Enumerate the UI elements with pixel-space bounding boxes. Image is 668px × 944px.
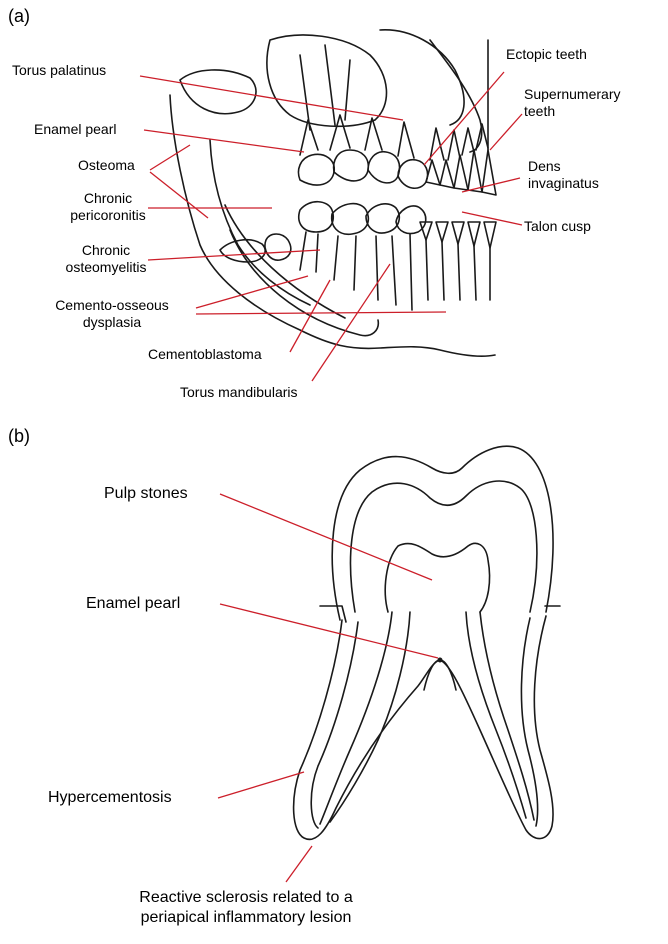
label-osteoma: Osteoma — [78, 157, 135, 174]
leader-enamel-pearl-b — [220, 604, 438, 658]
label-chronic-pericoronitis: Chronic pericoronitis — [60, 190, 156, 224]
label-cemento-osseous-dysplasia: Cemento-osseous dysplasia — [30, 297, 194, 331]
leader-reactive-sclerosis — [286, 846, 312, 882]
label-enamel-pearl-b: Enamel pearl — [86, 594, 180, 614]
label-torus-palatinus: Torus palatinus — [12, 62, 106, 79]
label-ectopic-teeth: Ectopic teeth — [506, 46, 587, 63]
panel-tag-a: (a) — [8, 6, 30, 27]
label-reactive-sclerosis: Reactive sclerosis related to a periapic… — [104, 888, 388, 928]
label-cementoblastoma: Cementoblastoma — [148, 346, 262, 363]
label-chronic-osteomyelitis: Chronic osteomyelitis — [56, 242, 156, 276]
label-talon-cusp: Talon cusp — [524, 218, 591, 235]
label-dens-invaginatus: Dens invaginatus — [528, 158, 599, 192]
label-hypercementosis: Hypercementosis — [48, 788, 172, 808]
label-torus-mandibularis: Torus mandibularis — [180, 384, 298, 401]
label-pulp-stones: Pulp stones — [104, 484, 188, 504]
label-supernumerary-teeth: Supernumerary teeth — [524, 86, 621, 120]
leader-hypercementosis — [218, 772, 304, 798]
label-enamel-pearl-a: Enamel pearl — [34, 121, 117, 138]
leader-pulp-stones — [220, 494, 432, 580]
panel-tag-b: (b) — [8, 426, 30, 447]
